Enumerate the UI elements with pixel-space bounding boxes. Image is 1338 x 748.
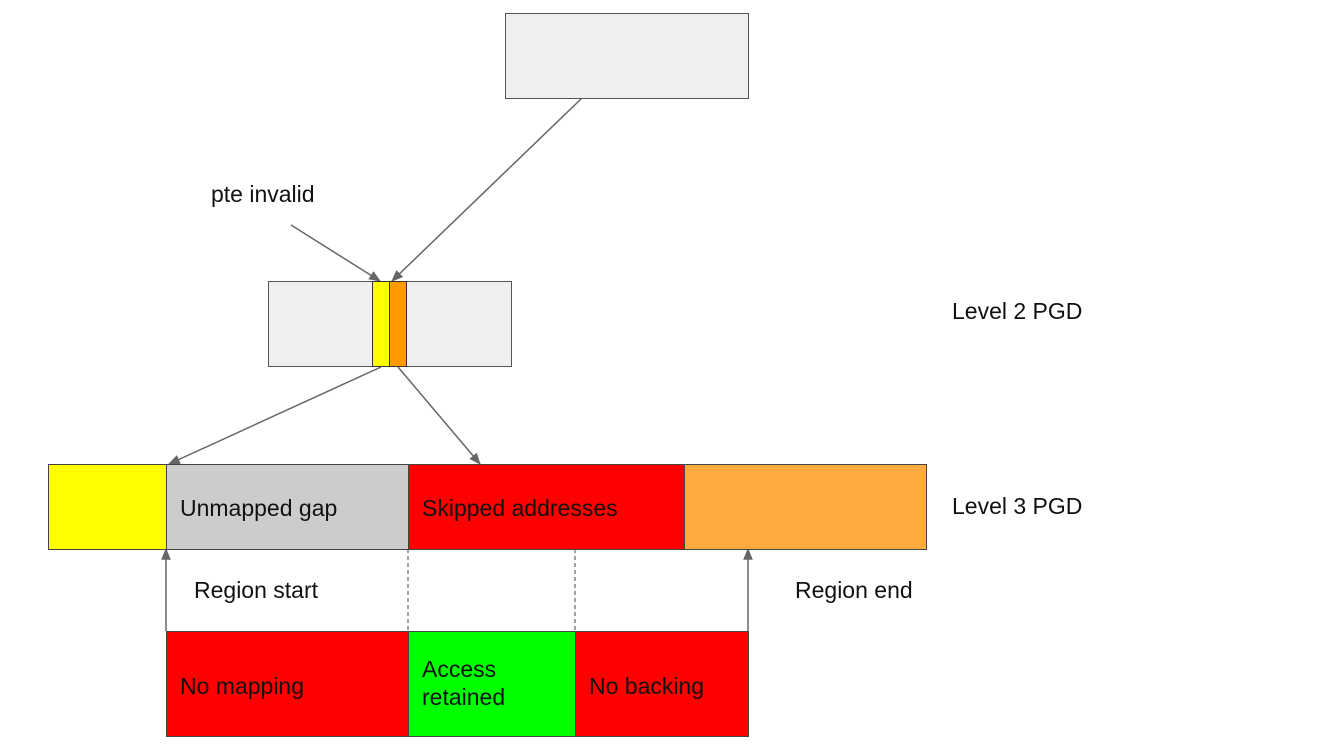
level3-segment-skipped-addresses: Skipped addresses bbox=[408, 464, 685, 550]
pte-to-level3-left-arrow bbox=[167, 366, 382, 465]
no-mapping-label: No mapping bbox=[180, 673, 305, 699]
pte-to-level3-right-arrow bbox=[397, 366, 481, 465]
pte-invalid-label: pte invalid bbox=[211, 181, 315, 207]
top-level-box bbox=[505, 13, 749, 99]
pte-valid-entry bbox=[389, 281, 407, 367]
level3-pgd-label: Level 3 PGD bbox=[952, 493, 1083, 519]
level3-segment-unmapped-gap: Unmapped gap bbox=[166, 464, 409, 550]
top-to-pte-arrow bbox=[391, 98, 582, 282]
level3-segment-yellow bbox=[48, 464, 167, 550]
bottom-segment-access-retained: Access retained bbox=[408, 631, 576, 737]
level2-pgd-label: Level 2 PGD bbox=[952, 298, 1083, 324]
access-retained-label: Access retained bbox=[422, 656, 506, 710]
bottom-segment-no-backing: No backing bbox=[575, 631, 749, 737]
level3-segment-orange bbox=[684, 464, 927, 550]
region-end-label: Region end bbox=[795, 577, 913, 603]
unmapped-gap-label: Unmapped gap bbox=[180, 495, 338, 521]
pte-invalid-pointer-arrow bbox=[290, 224, 382, 282]
pte-invalid-entry bbox=[372, 281, 390, 367]
no-backing-label: No backing bbox=[589, 673, 705, 699]
bottom-segment-no-mapping: No mapping bbox=[166, 631, 409, 737]
skipped-addresses-label: Skipped addresses bbox=[422, 495, 618, 521]
region-start-label: Region start bbox=[194, 577, 319, 603]
